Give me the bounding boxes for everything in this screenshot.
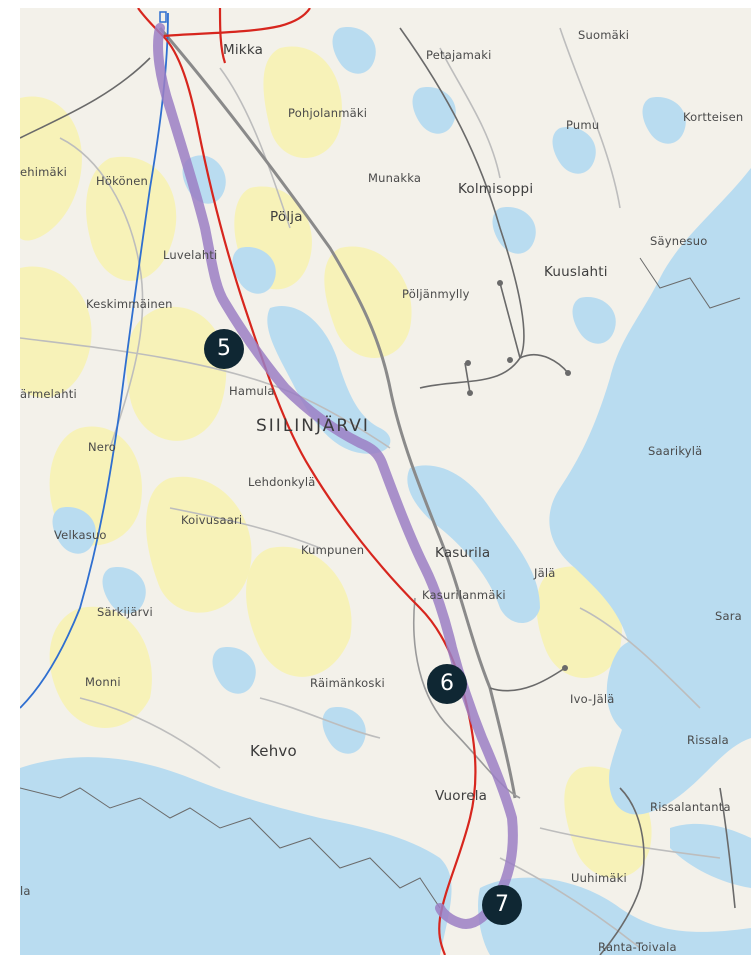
highway (137, 8, 477, 955)
route-highlight[interactable] (153, 23, 518, 929)
place-sarkijarvi: Särkijärvi (97, 605, 153, 619)
place-uuhimaki: Uuhimäki (571, 871, 627, 885)
place-saarikyla: Saarikylä (648, 444, 703, 458)
place-velkasuo: Velkasuo (54, 528, 107, 542)
place-armelahti: ärmelahti (20, 387, 77, 401)
place-munakka: Munakka (368, 171, 422, 185)
place-keskimmainen: Keskimmäinen (86, 297, 173, 311)
place-kasurila: Kasurila (435, 545, 491, 561)
railway (20, 27, 736, 955)
place-lehdonkyla: Lehdonkylä (248, 475, 316, 489)
place-ivojala: Ivo-Jälä (570, 692, 615, 706)
place-koivusaari: Koivusaari (181, 513, 243, 527)
place-vuorela: Vuorela (435, 788, 488, 804)
place-siilinjarvi: SIILINJÄRVI (256, 416, 370, 436)
place-saynesuo: Säynesuo (650, 234, 708, 248)
place-kehvo: Kehvo (250, 742, 297, 760)
place-nero: Nero (88, 440, 116, 454)
place-kuuslahti: Kuuslahti (544, 264, 608, 280)
place-kumpunen: Kumpunen (301, 543, 365, 557)
place-pumu: Pumu (566, 118, 600, 132)
place-luvelahti: Luvelahti (163, 248, 218, 262)
place-pohjolanmaki: Pohjolanmäki (288, 106, 368, 120)
place-petajamaki: Petajamaki (426, 48, 492, 62)
place-jala: Jälä (534, 566, 556, 580)
pin-icon (159, 11, 167, 23)
place-polja: Pölja (270, 209, 303, 225)
place-hokonen: Hökönen (96, 174, 149, 188)
place-raimankoski: Räimänkoski (310, 676, 385, 690)
blue-line (20, 12, 169, 709)
place-kolmisoppi: Kolmisoppi (458, 181, 534, 197)
route-marker-6[interactable]: 6 (427, 664, 467, 704)
place-kasurilanmaki: Kasurilanmäki (422, 588, 506, 602)
place-mikka: Mikka (223, 42, 264, 58)
place-sara: Sara (715, 609, 742, 623)
route-marker-7[interactable]: 7 (482, 885, 522, 925)
place-kortteisen: Kortteisen (683, 110, 744, 124)
place-suomaki: Suomäki (578, 28, 630, 42)
place-poljanmylly: Pöljänmylly (402, 287, 470, 301)
place-monni: Monni (85, 675, 121, 689)
place-rissala: Rissala (687, 733, 729, 747)
place-ehimaki: ehimäki (20, 165, 68, 179)
place-rantatoivala: Ranta-Toivala (598, 940, 677, 954)
boundary-lines (20, 257, 741, 909)
railway-stations (465, 280, 571, 671)
place-rissalantanta: Rissalantanta (650, 800, 731, 814)
place-la: la (20, 884, 31, 898)
route-marker-5[interactable]: 5 (204, 329, 244, 369)
map-canvas[interactable]: Mikka Petajamaki Suomäki Pohjolanmäki Pu… (20, 8, 751, 955)
map-graphics (20, 8, 751, 955)
place-hamula: Hamula (229, 384, 275, 398)
